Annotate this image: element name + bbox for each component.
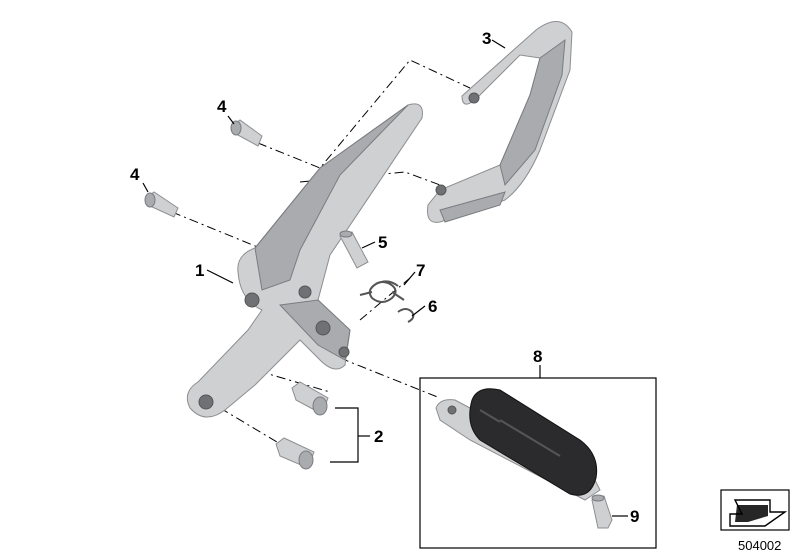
callout-4-lower: 4 xyxy=(130,165,140,184)
footrest-pin xyxy=(591,494,613,529)
callout-1: 1 xyxy=(195,261,204,280)
pivot-pin xyxy=(339,230,369,269)
bolt-lower xyxy=(144,191,179,218)
callout-2: 2 xyxy=(374,427,383,446)
callout-9: 9 xyxy=(630,507,639,526)
arrow-wedge-icon xyxy=(720,489,790,531)
heel-guard-bracket xyxy=(427,21,573,223)
callout-5: 5 xyxy=(378,233,387,252)
footrest-box xyxy=(419,377,657,549)
callout-7: 7 xyxy=(416,261,425,280)
leader-lines xyxy=(142,39,628,517)
footrest-carrier xyxy=(186,103,423,418)
reference-number: 504002 xyxy=(738,538,781,553)
torsion-spring xyxy=(359,280,405,303)
screw-lower xyxy=(275,437,315,470)
retaining-clip xyxy=(397,308,415,323)
callout-6: 6 xyxy=(428,297,437,316)
bolt-upper xyxy=(230,119,263,147)
callout-4-upper: 4 xyxy=(217,97,227,116)
callout-3: 3 xyxy=(482,29,491,48)
callout-8: 8 xyxy=(533,347,542,366)
screw-upper xyxy=(291,381,329,416)
